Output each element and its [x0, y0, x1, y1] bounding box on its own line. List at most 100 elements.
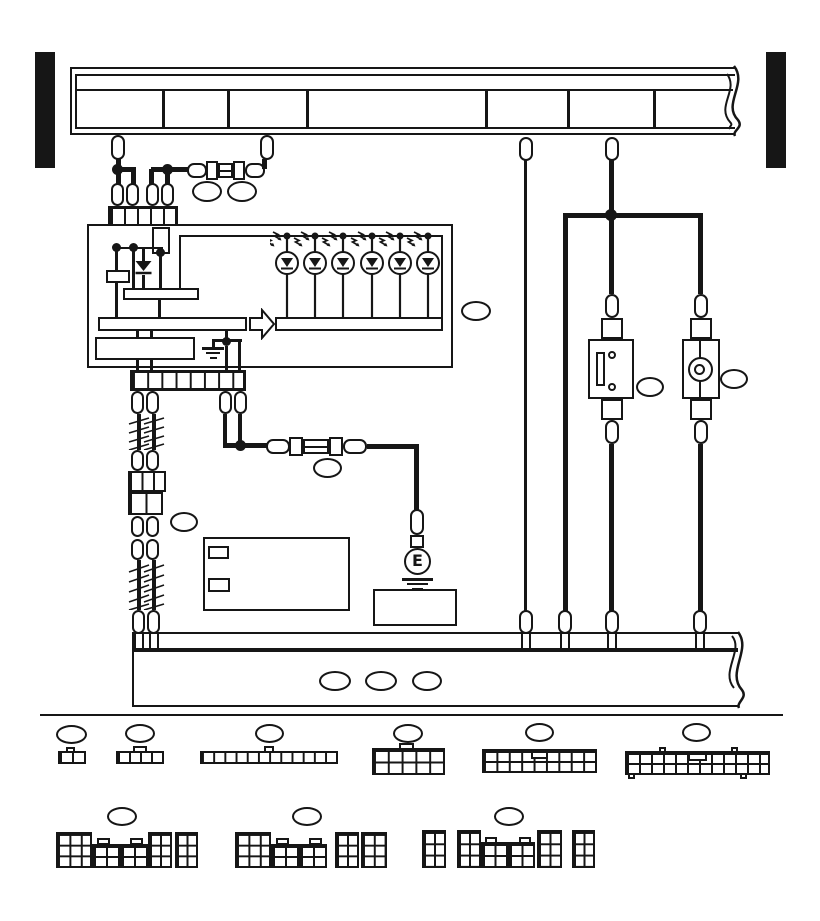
- connector-grid-2x2: [271, 844, 299, 868]
- callout-oval: [107, 807, 137, 826]
- callout-oval: [461, 301, 491, 321]
- callout-oval: [319, 671, 351, 691]
- connector-grid-2x2-tall: [572, 830, 595, 868]
- callout-oval: [393, 724, 423, 743]
- wire: [136, 331, 139, 337]
- wire: [151, 167, 170, 172]
- page-edge-bar-right: [766, 52, 786, 168]
- wire: [563, 213, 703, 218]
- splice-dot: [162, 164, 173, 175]
- wire: [150, 331, 153, 337]
- splice-dot: [156, 248, 165, 257]
- fuse-body: [303, 439, 329, 454]
- flow-arrow-icon: [249, 308, 275, 340]
- wire: [158, 300, 161, 317]
- diode-icon: [135, 261, 152, 275]
- wire: [698, 444, 703, 612]
- callout-oval: [125, 724, 155, 743]
- connector-notch: [531, 751, 548, 759]
- splice-dot: [605, 209, 617, 221]
- resistor-box: [106, 270, 130, 283]
- connector-grid-3x3: [235, 832, 271, 868]
- wire: [698, 216, 703, 294]
- wire: [238, 414, 242, 448]
- wire: [159, 254, 162, 288]
- top-bus-inner: [75, 74, 735, 129]
- joint-connector: [128, 492, 163, 515]
- bulb-filament: [694, 364, 705, 375]
- led-common-bar: [275, 317, 443, 331]
- wire: [609, 216, 614, 294]
- terminal-stub: [521, 634, 531, 650]
- wire: [524, 160, 527, 612]
- connector-grid-3x3: [56, 832, 92, 868]
- wire: [165, 172, 170, 184]
- terminal: [131, 391, 144, 414]
- twisted-pair-wires: [128, 560, 165, 610]
- terminal: [605, 420, 619, 444]
- internal-bus-line: [116, 247, 163, 249]
- top-bus-segment-line: [567, 91, 570, 129]
- fuse-cap: [233, 161, 245, 180]
- terminal: [111, 135, 125, 160]
- terminal: [694, 294, 708, 318]
- terminal-stub: [695, 634, 705, 650]
- connector-grid-3x2: [175, 832, 198, 868]
- terminal: [693, 610, 707, 634]
- wire: [367, 444, 419, 449]
- splice-dot: [112, 164, 123, 175]
- wire: [132, 249, 135, 288]
- twisted-pair-wires: [128, 414, 165, 450]
- terminal: [519, 137, 533, 161]
- page-edge-bar-left: [35, 52, 55, 168]
- ground-point-circle: [404, 548, 431, 575]
- wire: [223, 443, 269, 448]
- wire: [223, 414, 227, 448]
- led-icon: [292, 230, 328, 319]
- connector-housing: [601, 399, 623, 420]
- wire: [131, 167, 136, 184]
- chassis-ground-icon: [210, 357, 217, 359]
- fuse-terminal: [343, 439, 367, 454]
- connector-grid-3x2: [335, 832, 359, 868]
- terminal: [146, 183, 159, 206]
- chassis-ground-icon: [407, 583, 428, 585]
- callout-oval: [412, 671, 442, 691]
- connector-grid-3x2: [422, 830, 446, 868]
- wire: [171, 167, 188, 172]
- connector-grid-2x2: [120, 844, 148, 868]
- chassis-ground-icon: [202, 347, 224, 350]
- bottom-bus-break-edge: [728, 631, 760, 709]
- connector-block: [130, 370, 246, 391]
- fuse-terminal: [187, 163, 207, 178]
- terminal-stub: [134, 634, 144, 650]
- wire: [699, 381, 701, 397]
- terminal-stub: [149, 634, 159, 650]
- terminal: [132, 610, 145, 634]
- led-array: [270, 230, 441, 319]
- wire: [115, 283, 118, 317]
- terminal-stub: [607, 634, 617, 650]
- terminal: [161, 183, 174, 206]
- connector-housing: [690, 318, 712, 339]
- led-icon: [320, 230, 356, 319]
- terminal: [234, 391, 247, 414]
- terminal: [260, 135, 274, 160]
- callout-oval: [365, 671, 397, 691]
- top-bus-segment-line: [227, 91, 230, 129]
- top-bus-break-edge: [724, 65, 758, 137]
- led-icon: [349, 230, 385, 319]
- splice-dot: [112, 243, 121, 252]
- wire: [262, 159, 267, 169]
- connector-grid-2x2: [481, 842, 508, 868]
- chassis-ground-icon: [402, 578, 433, 581]
- internal-box: [123, 288, 199, 300]
- fuse-cap: [329, 437, 343, 456]
- led-icon: [270, 230, 300, 319]
- callout-oval: [636, 377, 664, 397]
- terminal: [605, 610, 619, 634]
- fuse-terminal: [266, 439, 290, 454]
- led-icon: [405, 230, 441, 319]
- wire: [563, 216, 568, 612]
